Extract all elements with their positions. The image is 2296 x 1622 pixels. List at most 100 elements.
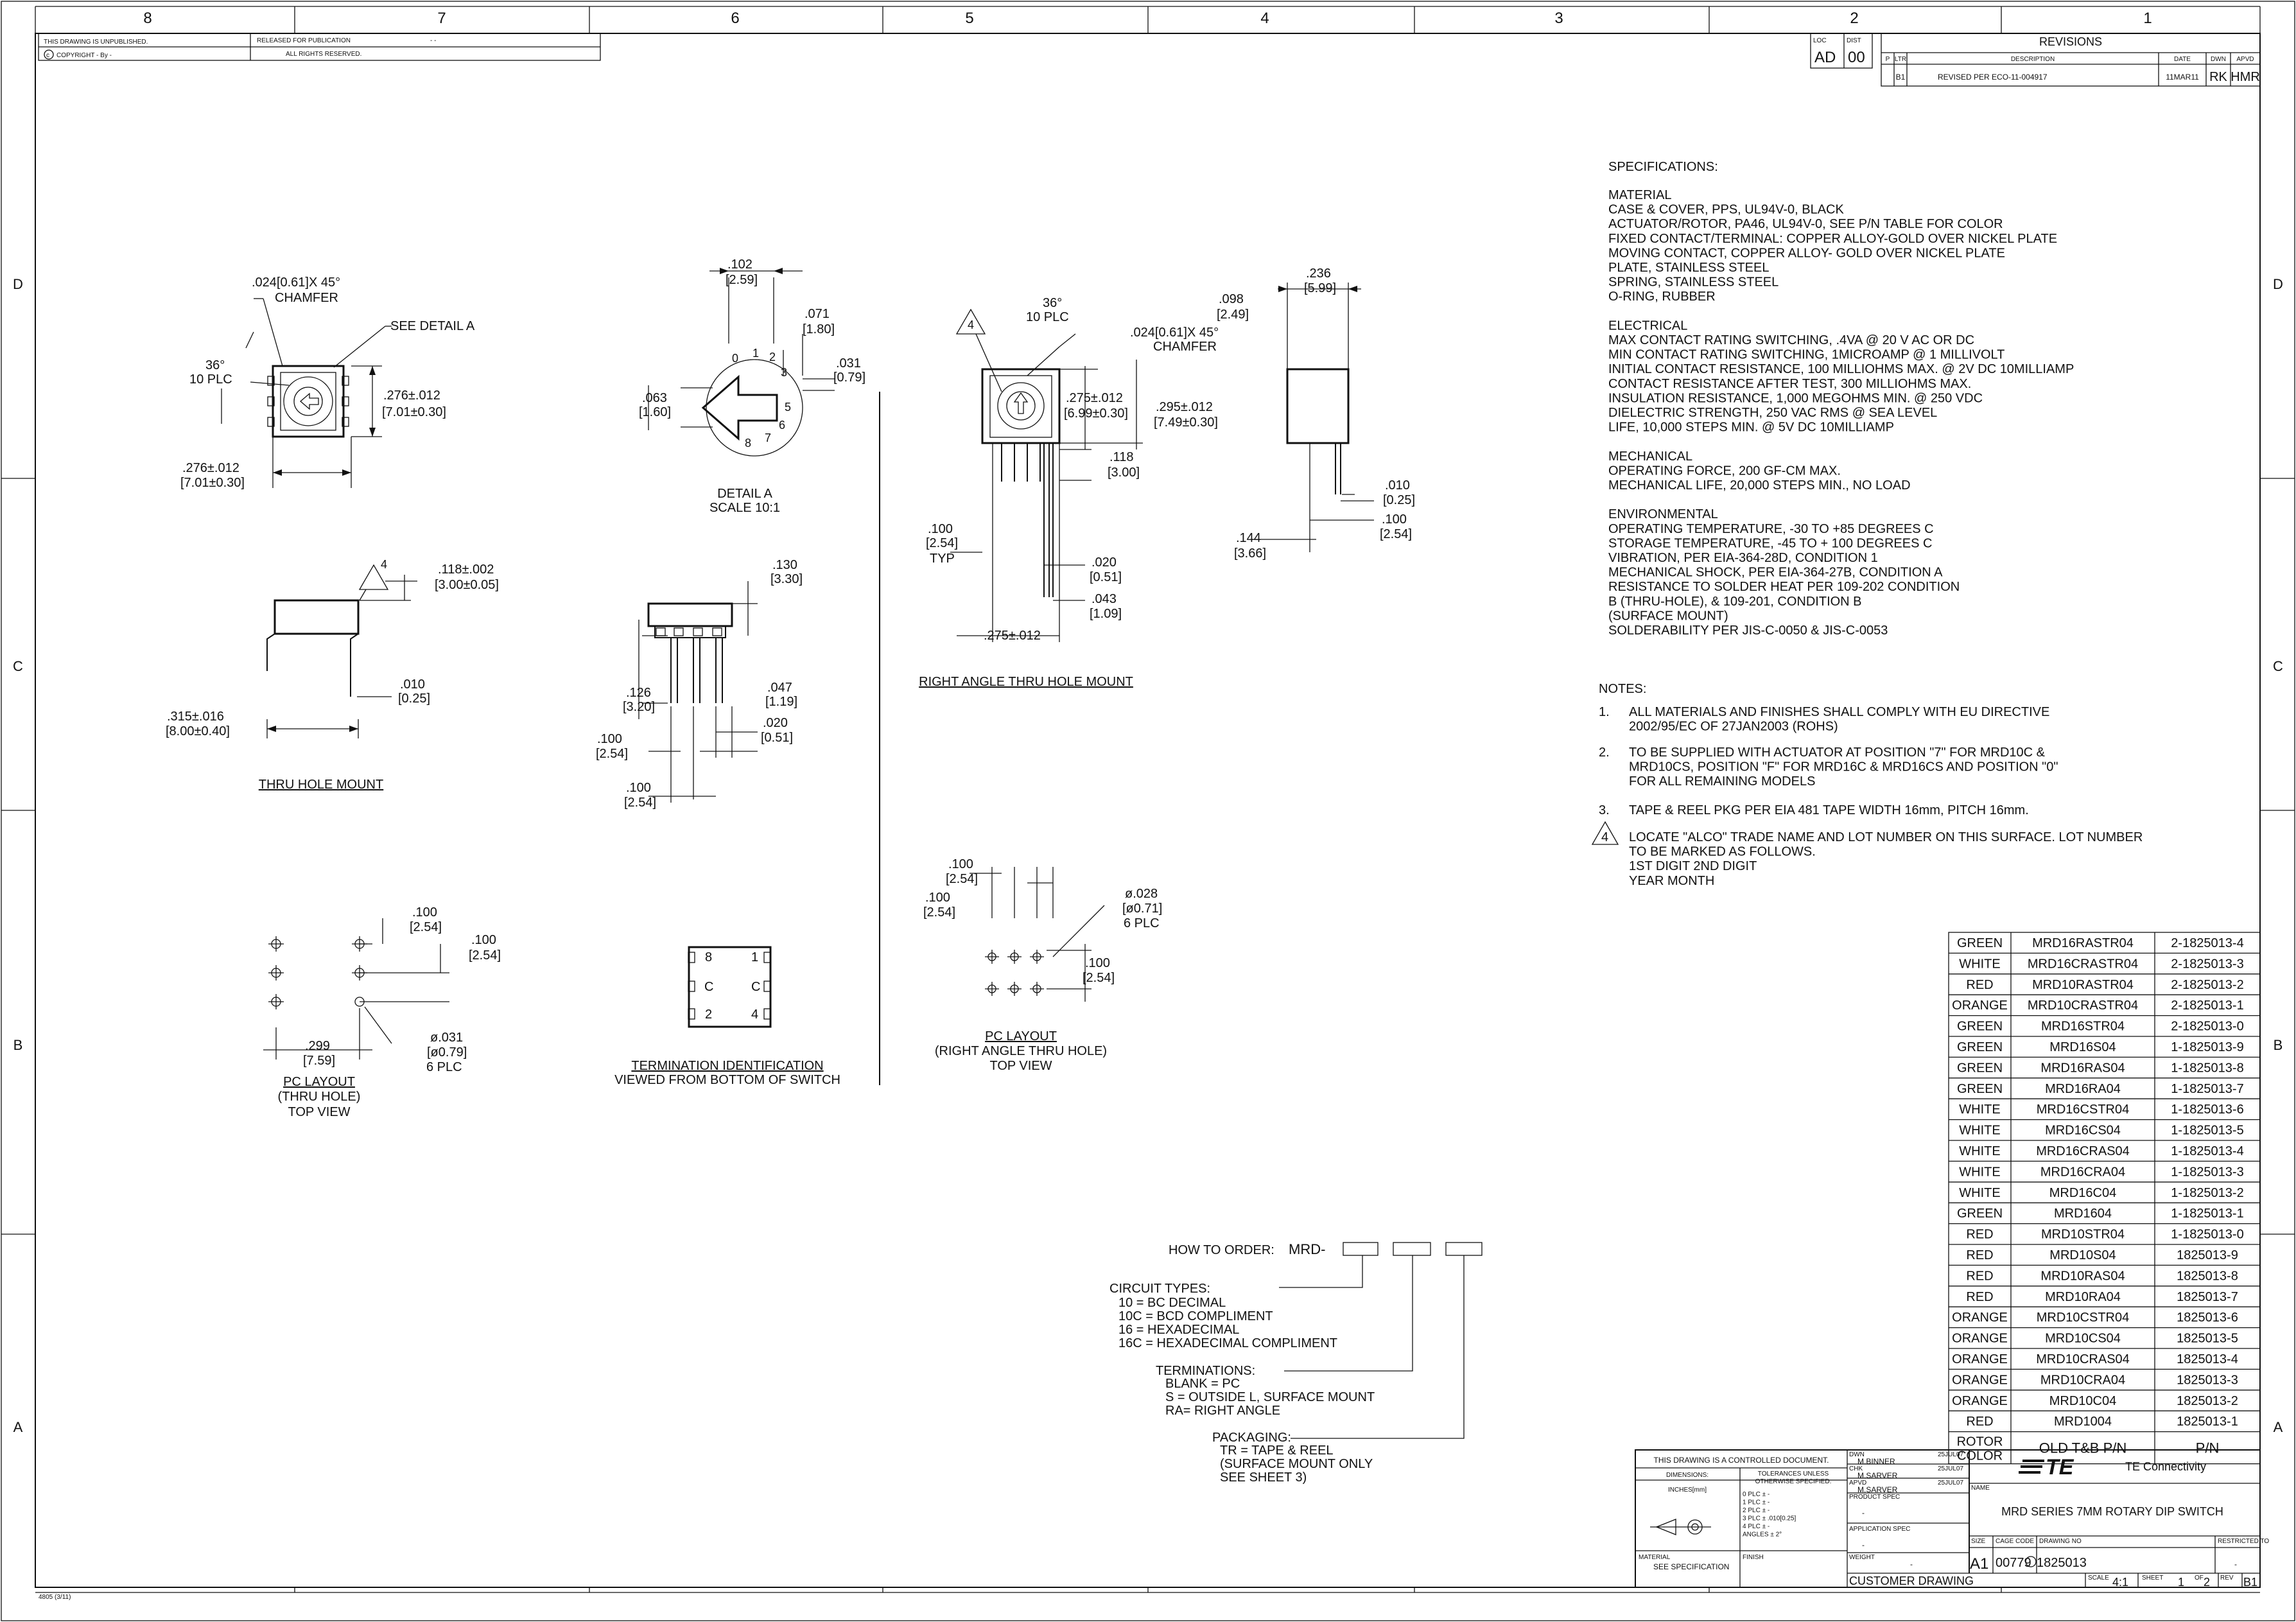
dim-rp-100a-mm: [2.54] <box>946 872 978 886</box>
dim-071-mm: [1.80] <box>803 322 835 336</box>
tb-apvd-label: APVD <box>1849 1479 1866 1487</box>
pn-color: RED <box>1966 1269 1993 1283</box>
dim-236-mm: [5.99] <box>1304 281 1336 295</box>
pn-old: MRD10STR04 <box>2041 1228 2125 1242</box>
pn-color: RED <box>1966 978 1993 992</box>
pn-color: RED <box>1966 1248 1993 1262</box>
order-box-circuit <box>1343 1242 1378 1256</box>
pn-color: ORANGE <box>1952 998 2008 1013</box>
order-term-line: RA= RIGHT ANGLE <box>1165 1404 1280 1418</box>
pn-header-rotor: ROTOR <box>1957 1435 2003 1449</box>
zone-letter-left: A <box>13 1419 23 1435</box>
dim-071: .071 <box>804 307 830 321</box>
dim-118: .118±.002 <box>438 562 494 577</box>
note-number: 1. <box>1599 705 1610 719</box>
pn-part: 1825013-5 <box>2177 1332 2238 1346</box>
flag-4-b: 4 <box>968 318 974 331</box>
dim-pc-100a-mm: [2.54] <box>410 920 442 934</box>
order-box-termination <box>1393 1242 1431 1256</box>
tb-tol-line: ANGLES ± 2° <box>1743 1531 1782 1539</box>
pn-part: 1825013-9 <box>2177 1248 2238 1262</box>
pn-old: MRD16CRASTR04 <box>2028 957 2138 971</box>
tb-product-spec: PRODUCT SPEC <box>1849 1494 1900 1501</box>
dim-ra-043: .043 <box>1091 592 1117 606</box>
thru-hole-side-view: 4 .118±.002 [3.00±0.05] .010 [0.25] .315… <box>166 558 499 792</box>
spec-line: O-RING, RUBBER <box>1608 290 1716 304</box>
flag-4-a: 4 <box>381 558 387 571</box>
note-line: LOCATE "ALCO" TRADE NAME AND LOT NUMBER … <box>1629 830 2143 844</box>
dim-020-mm: [0.51] <box>761 731 793 745</box>
order-circuit-line: 10 = BC DECIMAL <box>1118 1296 1226 1310</box>
note-number: 3. <box>1599 803 1610 817</box>
dim-ra-010: .010 <box>1385 478 1410 493</box>
dim-pc-299-mm: [7.59] <box>303 1054 335 1068</box>
tb-chk-name: M.SARVER <box>1857 1471 1898 1480</box>
pn-old: MRD16RASTR04 <box>2032 936 2134 950</box>
loc-label: LOC <box>1813 37 1827 44</box>
dim-ra-36deg: 36° <box>1043 296 1062 310</box>
spec-line: RESISTANCE TO SOLDER HEAT PER 109-202 CO… <box>1608 580 1960 594</box>
label-right-angle-paren: (RIGHT ANGLE THRU HOLE) <box>935 1044 1107 1058</box>
label-scale: SCALE 10:1 <box>709 501 780 515</box>
term-c-right: C <box>751 980 760 994</box>
pn-part: 1-1825013-3 <box>2171 1165 2243 1179</box>
pn-color: WHITE <box>1959 1144 2000 1158</box>
order-circuit-line: 16C = HEXADECIMAL COMPLIMENT <box>1118 1336 1337 1350</box>
pn-old: MRD16RA04 <box>2045 1082 2121 1096</box>
pn-color: ORANGE <box>1952 1352 2008 1366</box>
dist-value: 00 <box>1848 49 1865 66</box>
svg-text:2: 2 <box>769 351 776 363</box>
pcb-hole-icon <box>268 994 284 1009</box>
spec-line: CASE & COVER, PPS, UL94V-0, BLACK <box>1608 203 1844 217</box>
dim-118-mm: [3.00±0.05] <box>435 578 499 592</box>
dim-010: .010 <box>400 677 425 692</box>
copyright: COPYRIGHT - By - <box>57 52 112 59</box>
dim-020: .020 <box>763 716 788 730</box>
rev-date: 11MAR11 <box>2166 73 2199 82</box>
svg-text:0: 0 <box>732 352 738 365</box>
tb-apvd-name: M.SARVER <box>1857 1485 1898 1494</box>
svg-text:1: 1 <box>752 347 759 360</box>
tb-application-spec-value: - <box>1862 1540 1865 1549</box>
tb-size: A1 <box>1970 1555 1988 1573</box>
tb-controlled: THIS DRAWING IS A CONTROLLED DOCUMENT. <box>1654 1456 1829 1465</box>
term-c-left: C <box>704 980 713 994</box>
dim-063-mm: [1.60] <box>639 405 671 419</box>
pn-color: GREEN <box>1957 1020 2003 1034</box>
tb-tol-line: 1 PLC ± - <box>1743 1499 1770 1506</box>
note-number: 4 <box>1601 830 1608 844</box>
pn-color: WHITE <box>1959 1186 2000 1200</box>
spec-line: B (THRU-HOLE), & 109-201, CONDITION B <box>1608 595 1862 609</box>
form-number: 4805 (3/11) <box>39 1594 71 1601</box>
note-line: TO BE MARKED AS FOLLOWS. <box>1629 845 1816 859</box>
pn-old: MRD1004 <box>2054 1415 2112 1429</box>
tb-tolerances: TOLERANCES UNLESS <box>1758 1470 1829 1478</box>
dim-098-mm: [2.49] <box>1217 308 1249 322</box>
dim-rp-100c: .100 <box>1085 956 1110 970</box>
tb-dwn-label: DWN <box>1849 1451 1865 1458</box>
dim-047: .047 <box>767 681 792 695</box>
spec-line: MOVING CONTACT, COPPER ALLOY- GOLD OVER … <box>1608 246 2005 260</box>
tb-otherwise: OTHERWISE SPECIFIED: <box>1755 1478 1832 1485</box>
term-8: 8 <box>705 950 712 964</box>
pn-old: MRD10RAS04 <box>2040 1269 2125 1283</box>
pn-color: ORANGE <box>1952 1373 2008 1387</box>
dim-ra-295-mm: [7.49±0.30] <box>1154 415 1218 430</box>
pn-old: MRD16STR04 <box>2041 1020 2125 1034</box>
order-pack-line: SEE SHEET 3) <box>1220 1470 1307 1485</box>
pn-old: MRD16S04 <box>2049 1040 2116 1054</box>
pn-header-pn: P/N <box>2196 1440 2220 1456</box>
label-viewed-from-bottom: VIEWED FROM BOTTOM OF SWITCH <box>614 1073 840 1087</box>
col-date: DATE <box>2174 56 2191 63</box>
pn-part: 2-1825013-4 <box>2171 936 2243 950</box>
dim-ra-118: .118 <box>1109 450 1133 464</box>
pn-old: MRD10C04 <box>2049 1394 2116 1408</box>
dim-ra-100b-mm: [2.54] <box>1380 527 1412 541</box>
